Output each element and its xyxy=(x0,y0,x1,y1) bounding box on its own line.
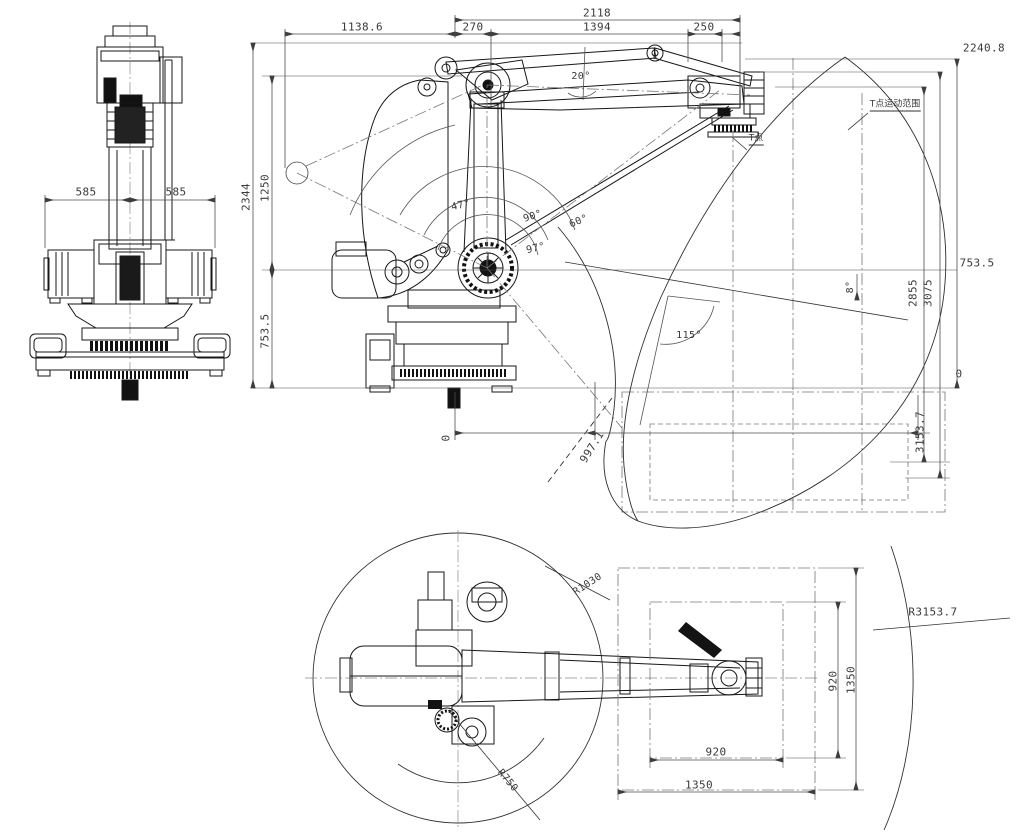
angle-115: 115° xyxy=(676,330,702,341)
dim-pallet-1350-h: 1350 xyxy=(684,778,714,792)
side-view-angle-arcs xyxy=(349,46,909,426)
motion-envelope xyxy=(547,56,947,529)
dim-height-2240-8: 2240.8 xyxy=(962,41,1006,55)
dim-270: 270 xyxy=(462,20,484,34)
dim-front-585-right: 585 xyxy=(165,185,187,199)
dim-pallet-1350-v: 1350 xyxy=(844,665,858,695)
dim-zero-right: 0 xyxy=(955,367,963,381)
dim-front-585-left: 585 xyxy=(75,185,97,199)
dim-2855: 2855 xyxy=(906,278,920,308)
dim-zero-bottom: 0 xyxy=(439,434,453,442)
front-view xyxy=(29,22,231,401)
top-view xyxy=(305,530,1011,831)
side-view-dimensions xyxy=(250,15,960,479)
angle-20: 20° xyxy=(571,71,591,82)
t-point-label: T点 xyxy=(748,133,764,146)
dim-3153-7: 3153.7 xyxy=(913,410,927,454)
dim-pallet-920-v: 920 xyxy=(826,670,840,692)
dim-r3153-7: R3153.7 xyxy=(908,605,958,619)
dim-total-2118: 2118 xyxy=(582,6,612,20)
angle-8: 8° xyxy=(845,280,856,294)
dim-1394: 1394 xyxy=(582,20,612,34)
side-view xyxy=(331,44,765,409)
t-point-range-label: T点运动范围 xyxy=(869,99,921,112)
dim-753-5-right: 753.5 xyxy=(959,256,995,270)
dim-3075: 3075 xyxy=(921,278,935,308)
dim-1138-6: 1138.6 xyxy=(340,20,384,34)
side-view-kinematics xyxy=(285,58,946,513)
dim-753-5-left: 753.5 xyxy=(258,313,272,349)
dim-pallet-920-h: 920 xyxy=(705,745,727,759)
dim-250: 250 xyxy=(693,20,715,34)
dim-1250: 1250 xyxy=(258,173,272,203)
dim-height-2344: 2344 xyxy=(239,182,253,212)
